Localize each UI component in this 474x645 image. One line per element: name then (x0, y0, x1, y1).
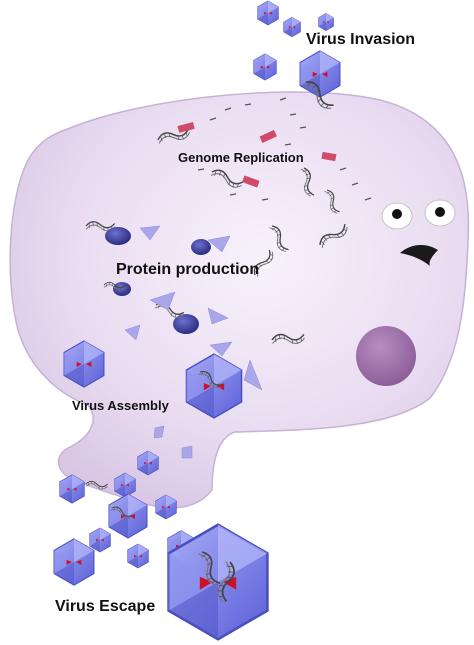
nucleotide-dashes (197, 97, 372, 201)
protein-fragment (124, 225, 263, 393)
label-genome-replication: Genome Replication (178, 150, 304, 165)
ribosome-icon (105, 227, 211, 334)
cell-face-icon (381, 199, 456, 266)
label-virus-escape: Virus Escape (55, 598, 156, 615)
label-protein-production: Protein production (116, 261, 260, 278)
label-virus-assembly: Virus Assembly (72, 398, 169, 413)
virus-icon (253, 0, 341, 98)
nucleus-icon (356, 326, 416, 386)
rna-segment (177, 122, 337, 188)
label-virus-invasion: Virus Invasion (306, 31, 416, 48)
cell-body (9, 91, 470, 509)
